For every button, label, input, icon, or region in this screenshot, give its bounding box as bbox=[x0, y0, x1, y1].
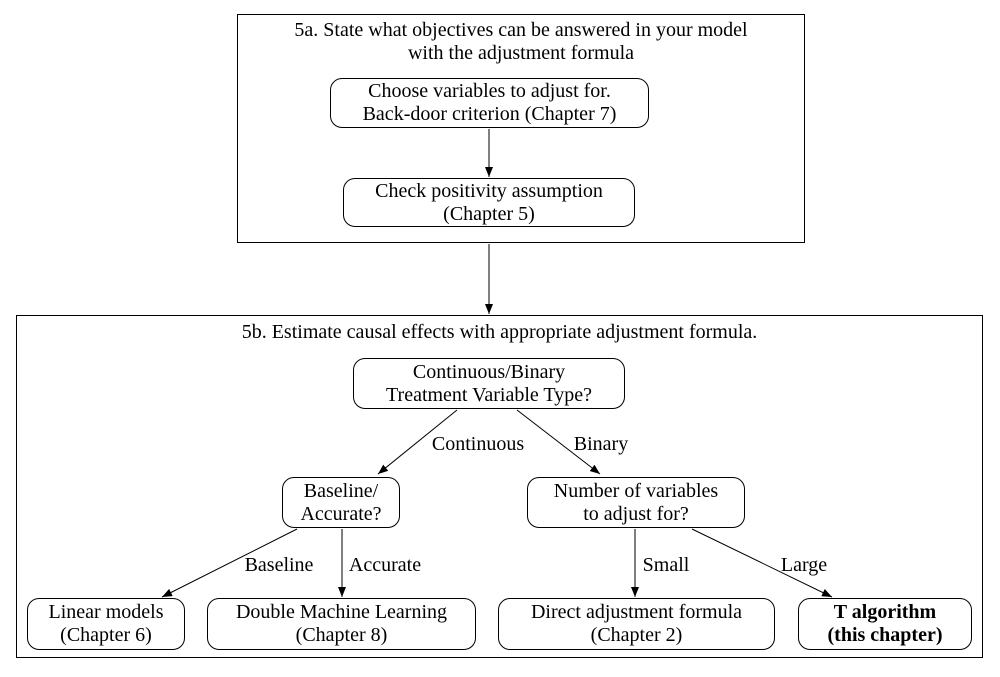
node-linear-models-line1: Linear models bbox=[48, 601, 164, 623]
arrow-numvars-to-talg-large bbox=[691, 528, 833, 598]
node-check-positivity-line2: (Chapter 5) bbox=[443, 202, 535, 225]
arrow-baselineq-to-linear-baseline bbox=[161, 528, 298, 598]
node-check-positivity: Check positivity assumption (Chapter 5) bbox=[343, 178, 635, 227]
node-double-machine-learning-line2: (Chapter 8) bbox=[295, 624, 388, 646]
edge-label-continuous: Continuous bbox=[431, 433, 525, 455]
node-double-machine-learning-line1: Double Machine Learning bbox=[235, 601, 448, 623]
cluster-5b-title: 5b. Estimate causal effects with appropr… bbox=[241, 321, 758, 343]
node-number-of-variables: Number of variables to adjust for? bbox=[527, 477, 745, 528]
cluster-5b-box bbox=[16, 315, 983, 658]
cluster-5a-title-line2: with the adjustment formula bbox=[407, 42, 635, 64]
edge-label-large: Large bbox=[780, 554, 828, 576]
node-treatment-type: Continuous/Binary Treatment Variable Typ… bbox=[353, 358, 625, 409]
node-choose-variables-line2: Back-door criterion (Chapter 7) bbox=[362, 103, 617, 125]
node-treatment-type-line2: Treatment Variable Type? bbox=[386, 383, 592, 406]
node-linear-models-line2: (Chapter 6) bbox=[60, 624, 152, 646]
node-baseline-accurate-line1: Baseline/ bbox=[303, 479, 379, 502]
cluster-5a-title-line1: 5a. State what objectives can be answere… bbox=[294, 19, 748, 41]
cluster-5a-title: 5a. State what objectives can be answere… bbox=[237, 19, 805, 65]
arrow-treatment-to-baseline-continuous bbox=[377, 409, 458, 475]
node-baseline-accurate-line2: Accurate? bbox=[300, 502, 382, 525]
arrow-treatment-to-numvars-binary bbox=[516, 409, 601, 475]
node-choose-variables: Choose variables to adjust for. Back-doo… bbox=[330, 78, 649, 128]
node-baseline-accurate: Baseline/ Accurate? bbox=[282, 477, 400, 528]
node-number-of-variables-line2: to adjust for? bbox=[583, 502, 689, 525]
node-direct-adjustment-line1: Direct adjustment formula bbox=[530, 601, 743, 623]
edge-label-accurate: Accurate bbox=[348, 554, 422, 576]
node-choose-variables-line1: Choose variables to adjust for. bbox=[368, 80, 611, 102]
cluster-5a-box bbox=[237, 14, 805, 243]
node-check-positivity-line1: Check positivity assumption bbox=[375, 179, 603, 202]
node-treatment-type-line1: Continuous/Binary bbox=[412, 360, 566, 383]
node-t-algorithm-line1: T algorithm bbox=[833, 601, 937, 623]
node-linear-models: Linear models (Chapter 6) bbox=[27, 598, 185, 650]
edge-label-baseline: Baseline bbox=[244, 554, 314, 576]
edge-label-small: Small bbox=[642, 554, 690, 576]
node-t-algorithm-line2: (this chapter) bbox=[827, 624, 943, 646]
node-double-machine-learning: Double Machine Learning (Chapter 8) bbox=[207, 598, 476, 650]
node-direct-adjustment: Direct adjustment formula (Chapter 2) bbox=[498, 598, 775, 650]
node-t-algorithm: T algorithm (this chapter) bbox=[798, 598, 972, 650]
edge-label-binary: Binary bbox=[573, 433, 629, 455]
node-direct-adjustment-line2: (Chapter 2) bbox=[590, 624, 683, 646]
node-number-of-variables-line1: Number of variables bbox=[553, 479, 719, 502]
